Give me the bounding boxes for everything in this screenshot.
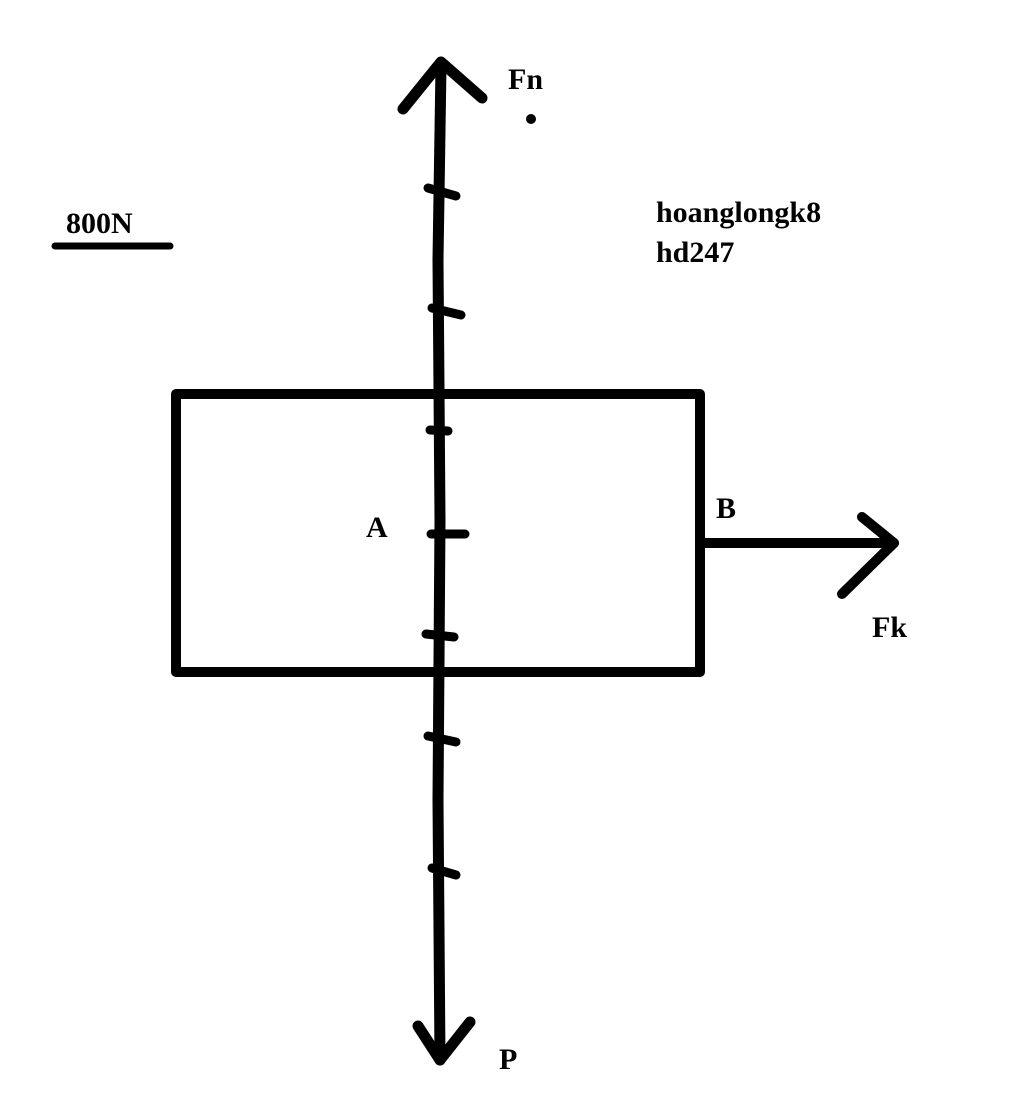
label-fn: Fn [508, 63, 543, 96]
fn-arrow-head [397, 56, 488, 115]
tick-mark [423, 183, 461, 201]
vertical-force-line [432, 60, 447, 1066]
watermark-line-2: hd247 [656, 236, 734, 269]
label-scale: 800N [66, 207, 133, 240]
label-p: P [499, 1043, 517, 1076]
tick-mark [427, 863, 461, 880]
fk-arrow-head [837, 512, 899, 599]
label-b: B [716, 492, 736, 525]
tick-mark [421, 629, 459, 642]
tick-mark [427, 303, 466, 320]
label-fk: Fk [872, 611, 907, 644]
label-a: A [366, 511, 388, 544]
tick-mark [423, 731, 461, 747]
tick-mark [425, 425, 453, 436]
dot-mark [526, 114, 536, 124]
p-arrow-head [412, 1016, 476, 1066]
watermark-line-1: hoanglongk8 [656, 196, 821, 229]
